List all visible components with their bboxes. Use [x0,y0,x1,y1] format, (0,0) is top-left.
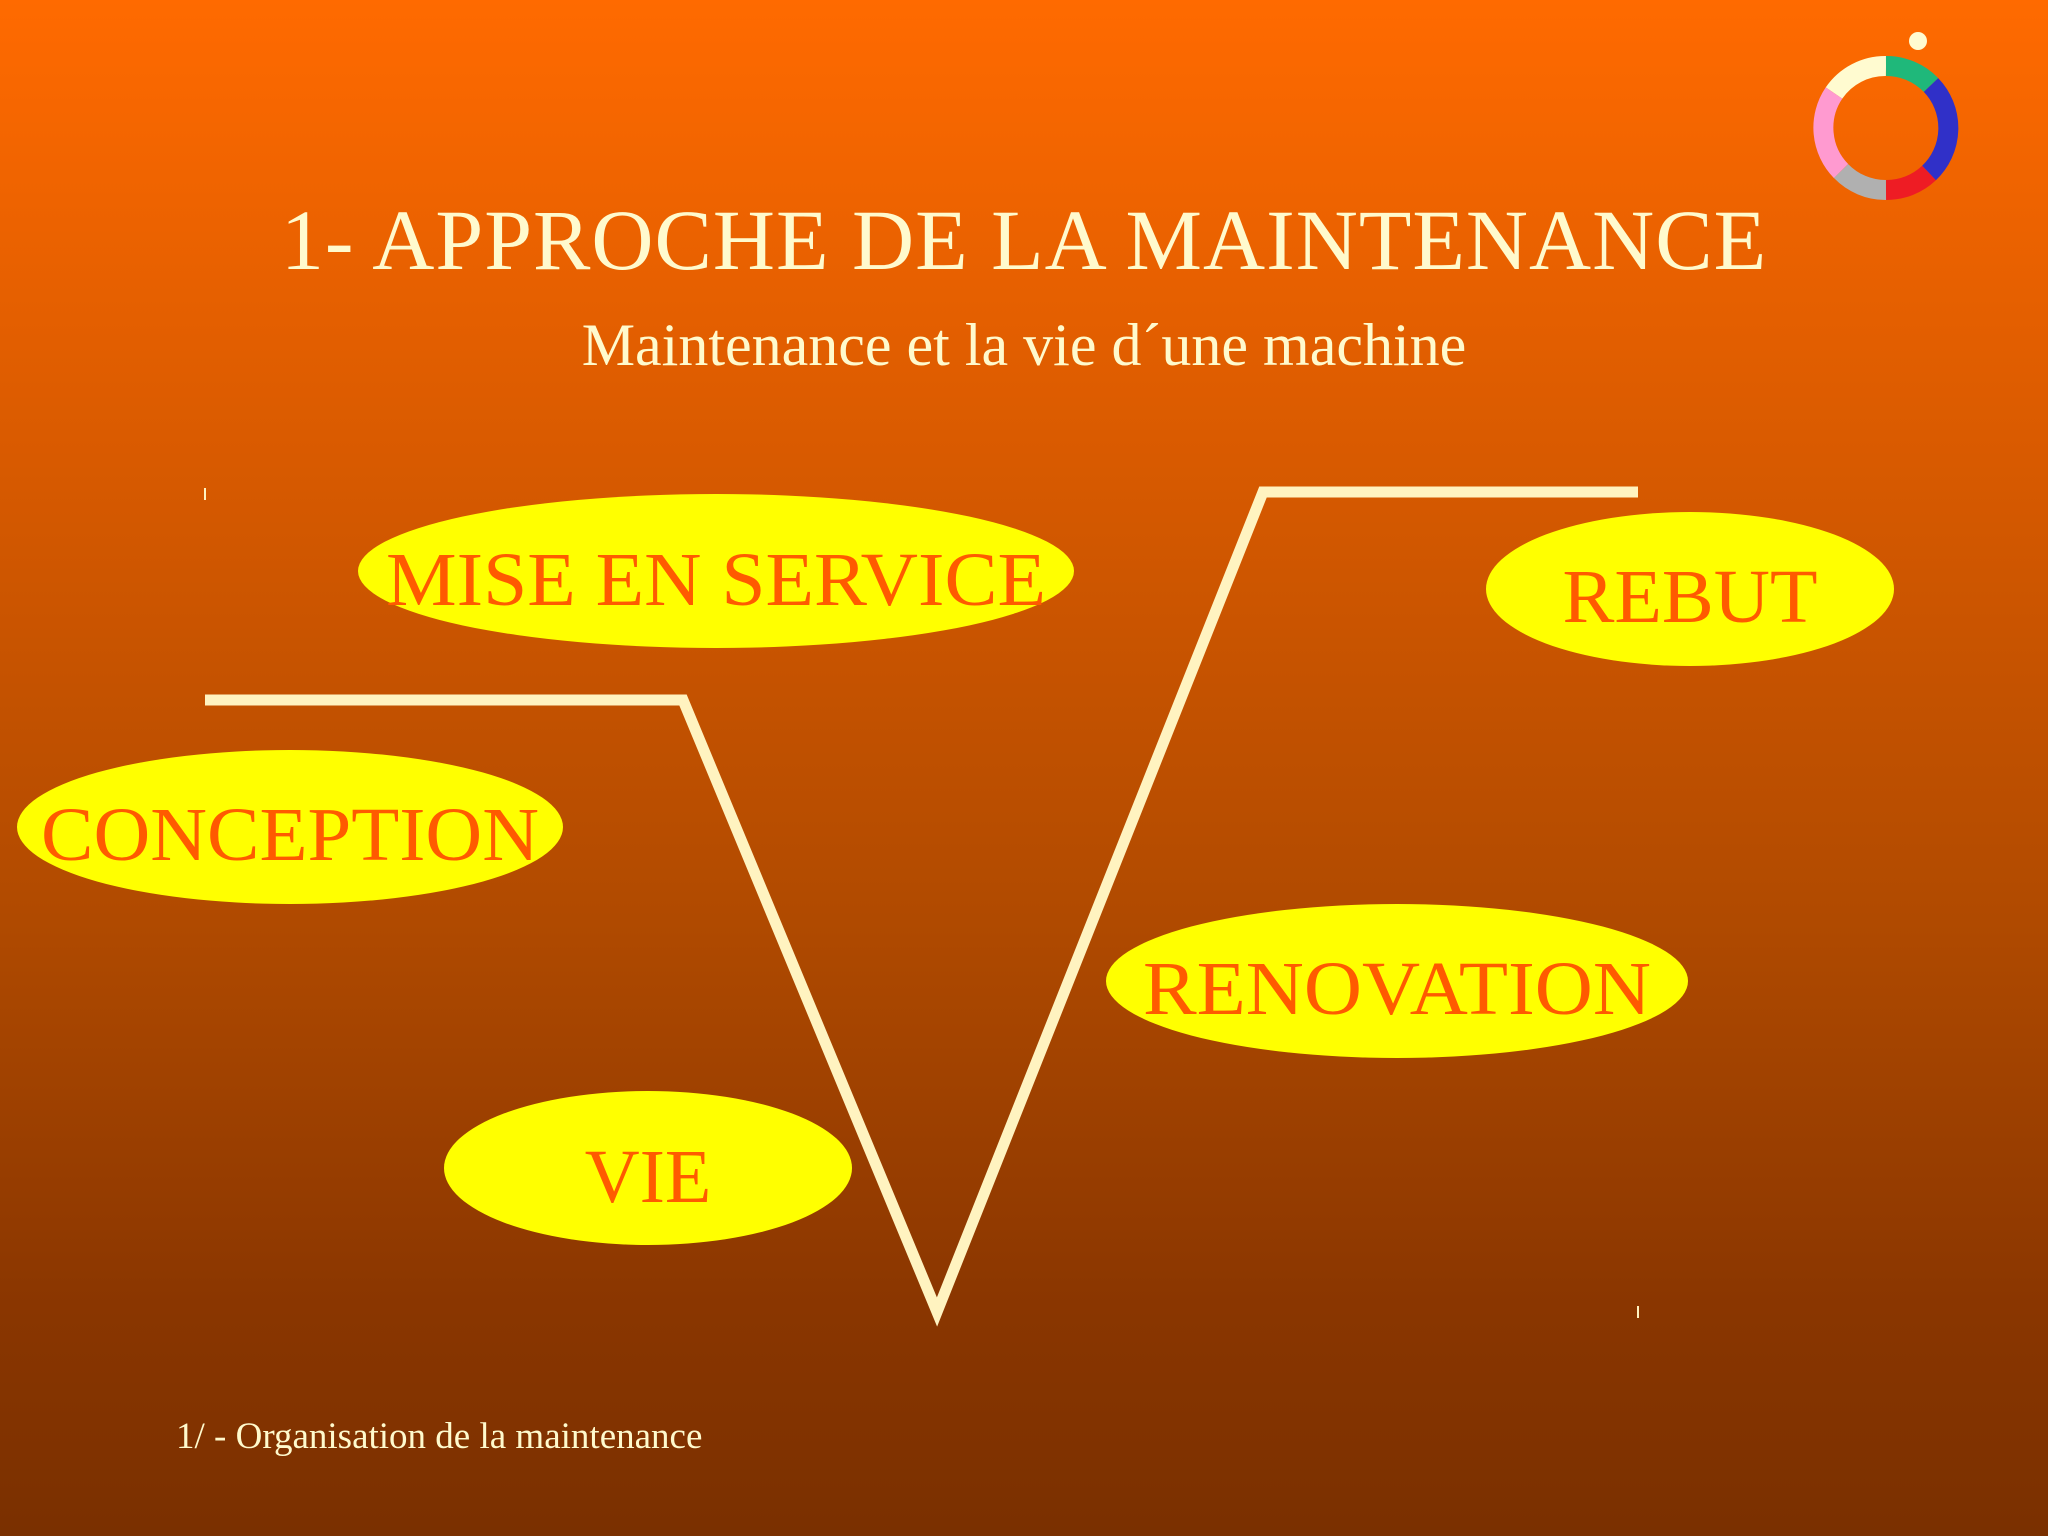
logo-segment-cream [1825,56,1887,99]
color-ring-logo [1813,32,1959,201]
logo-segment-blue [1921,78,1959,181]
logo-segment-green [1885,55,1939,93]
stage-bubble [1486,512,1894,666]
stage-label-vie: VIE [585,1135,712,1219]
stage-rebut: REBUT [1486,512,1894,666]
stage-label-renovation: RENOVATION [1143,947,1651,1031]
stage-vie: VIE [444,1091,852,1245]
slide-title: 1- APPROCHE DE LA MAINTENANCE [280,192,1768,288]
stage-renovation: RENOVATION [1106,904,1688,1058]
stage-bubble [358,494,1074,648]
logo-segment-red [1885,165,1936,201]
logo-dot [1909,32,1927,50]
logo-segment-grey [1833,163,1887,201]
stage-conception: CONCEPTION [17,750,563,904]
slide-subtitle: Maintenance et la vie d´une machine [581,312,1467,378]
stage-label-conception: CONCEPTION [41,793,539,877]
stage-bubble [444,1091,852,1245]
slide-footer: 1/ - Organisation de la maintenance [176,1416,703,1457]
life-cycle-line [205,486,1638,1327]
stage-bubble [1106,904,1688,1058]
logo-segment-pink [1813,87,1849,178]
stage-label-mise-en-service: MISE EN SERVICE [386,538,1046,622]
stage-mise-en-service: MISE EN SERVICE [358,494,1074,648]
stage-label-rebut: REBUT [1563,555,1818,639]
stage-bubble [17,750,563,904]
